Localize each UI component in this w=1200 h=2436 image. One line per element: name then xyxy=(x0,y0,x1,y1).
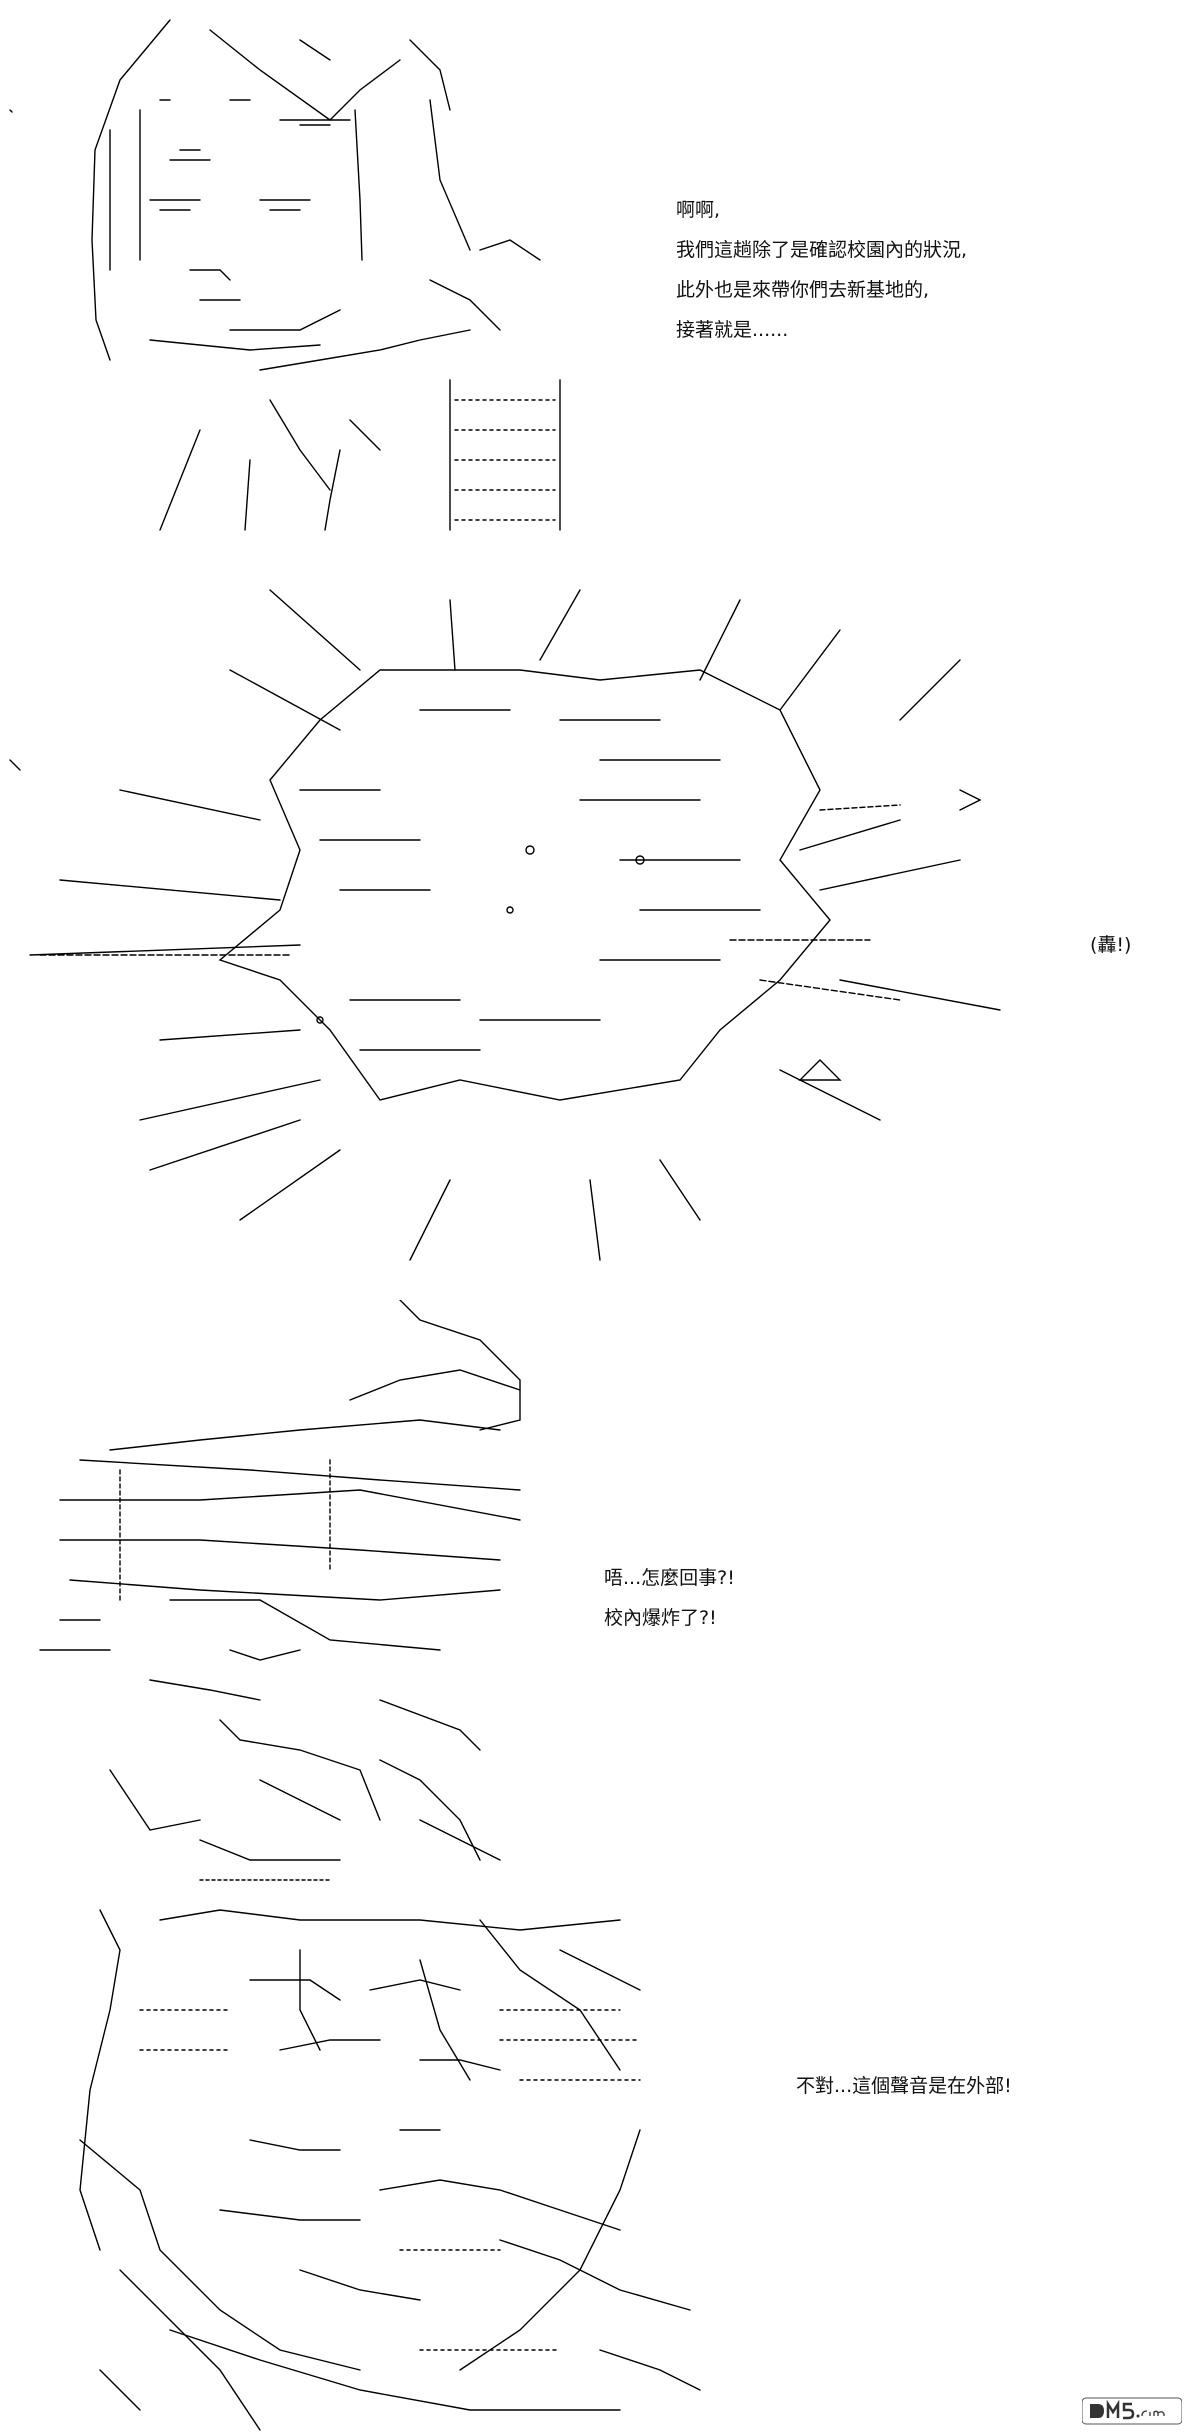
dialogue-line: 校內爆炸了?! xyxy=(604,1607,717,1629)
panel-1: 啊啊, 我們這趟除了是確認校園內的狀況, 此外也是來帶你們去新基地的, 接著就是… xyxy=(0,0,1200,560)
character-art-girl xyxy=(0,0,620,560)
panel-2: (轟!) xyxy=(0,560,1200,1300)
explosion-art xyxy=(0,560,1080,1300)
dialogue-panel-1: 啊啊, 我們這趟除了是確認校園內的狀況, 此外也是來帶你們去新基地的, 接著就是… xyxy=(676,190,967,350)
panel-4: 不對...這個聲音是在外部! xyxy=(0,1890,1200,2436)
dialogue-line: 接著就是...... xyxy=(676,319,789,341)
dialogue-panel-4: 不對...這個聲音是在外部! xyxy=(796,2066,1012,2106)
dialogue-line: 啊啊, xyxy=(676,199,721,221)
dm5-logo-watermark xyxy=(1082,2394,1182,2428)
panel-3: 唔...怎麼回事?! 校內爆炸了?! xyxy=(0,1300,1200,1890)
character-art-capped xyxy=(0,1300,540,1890)
dialogue-panel-3: 唔...怎麼回事?! 校內爆炸了?! xyxy=(604,1558,735,1638)
dialogue-line: 不對...這個聲音是在外部! xyxy=(796,2075,1012,2097)
dialogue-line: 我們這趟除了是確認校園內的狀況, xyxy=(676,239,968,261)
dialogue-line: 唔...怎麼回事?! xyxy=(604,1567,735,1589)
character-art-closeup xyxy=(0,1890,760,2436)
dialogue-line: 此外也是來帶你們去新基地的, xyxy=(676,279,930,301)
sound-effect-text: (轟!) xyxy=(1090,934,1132,956)
